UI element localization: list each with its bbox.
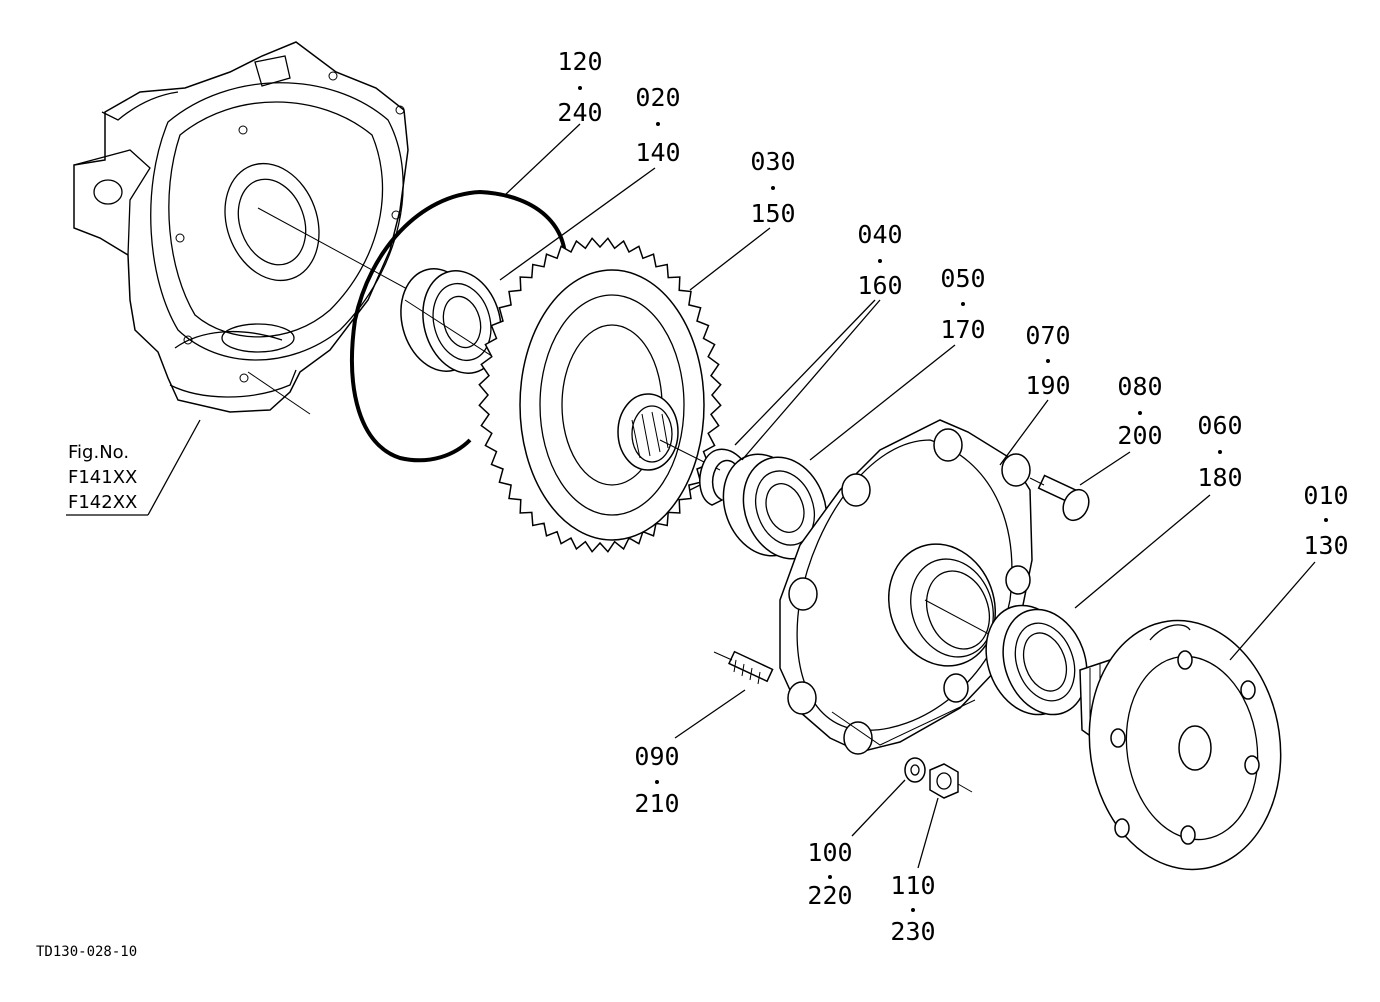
callout-top: 100 (807, 838, 852, 867)
drawing-code: TD130-028-10 (36, 944, 137, 960)
callout-bottom: 170 (940, 315, 985, 344)
snap-ring (689, 448, 746, 506)
callout-bottom: 210 (634, 789, 679, 818)
callout-top: 040 (857, 220, 902, 249)
callout-top: 060 (1197, 411, 1242, 440)
fig-label: Fig.No. (68, 442, 129, 463)
callout-top: 070 (1025, 321, 1070, 350)
fig-code-2: F142XX (68, 492, 137, 513)
callout-120-240: 120 240 (557, 47, 602, 127)
callout-top: 110 (890, 871, 935, 900)
nut (929, 763, 973, 799)
callout-bottom: 190 (1025, 371, 1070, 400)
bolt (1029, 474, 1090, 522)
cover-plate (779, 419, 1033, 755)
callout-010-130: 010 130 (1303, 481, 1348, 560)
callout-top: 030 (750, 147, 795, 176)
callout-050-170: 050 170 (940, 264, 985, 344)
callout-bottom: 220 (807, 881, 852, 910)
callout-040-160: 040 160 (857, 220, 902, 300)
callout-030-150: 030 150 (750, 147, 795, 228)
callout-bottom: 140 (635, 138, 680, 167)
bevel-gear (478, 237, 722, 553)
axle-flange (1079, 619, 1282, 871)
callout-bottom: 180 (1197, 463, 1242, 492)
callout-bottom: 130 (1303, 531, 1348, 560)
callout-bottom: 160 (857, 271, 902, 300)
callout-top: 010 (1303, 481, 1348, 510)
callout-060-180: 060 180 (1197, 411, 1242, 492)
fig-code-1: F141XX (68, 467, 137, 488)
o-ring (350, 189, 568, 463)
callout-bottom: 200 (1117, 421, 1162, 450)
callout-top: 080 (1117, 372, 1162, 401)
callout-bottom: 240 (557, 98, 602, 127)
callout-090-210: 090 210 (634, 742, 679, 818)
callout-080-200: 080 200 (1117, 372, 1162, 450)
callout-110-230: 110 230 (890, 871, 935, 946)
stud (713, 650, 774, 685)
callout-bottom: 230 (890, 917, 935, 946)
figure-reference: Fig.No. F141XX F142XX (68, 442, 137, 513)
gear-housing (73, 41, 421, 415)
leader-lines (66, 123, 1316, 869)
callout-top: 050 (940, 264, 985, 293)
callout-bottom: 150 (750, 199, 795, 228)
callout-020-140: 020 140 (635, 83, 680, 167)
callout-top: 020 (635, 83, 680, 112)
oil-seal (985, 604, 1088, 716)
callout-top: 120 (557, 47, 602, 76)
tapered-bearing (722, 453, 828, 560)
callout-100-220: 100 220 (807, 838, 852, 910)
callout-070-190: 070 190 (1025, 321, 1070, 400)
callout-top: 090 (634, 742, 679, 771)
ball-bearing (400, 268, 561, 401)
washer (904, 757, 926, 783)
